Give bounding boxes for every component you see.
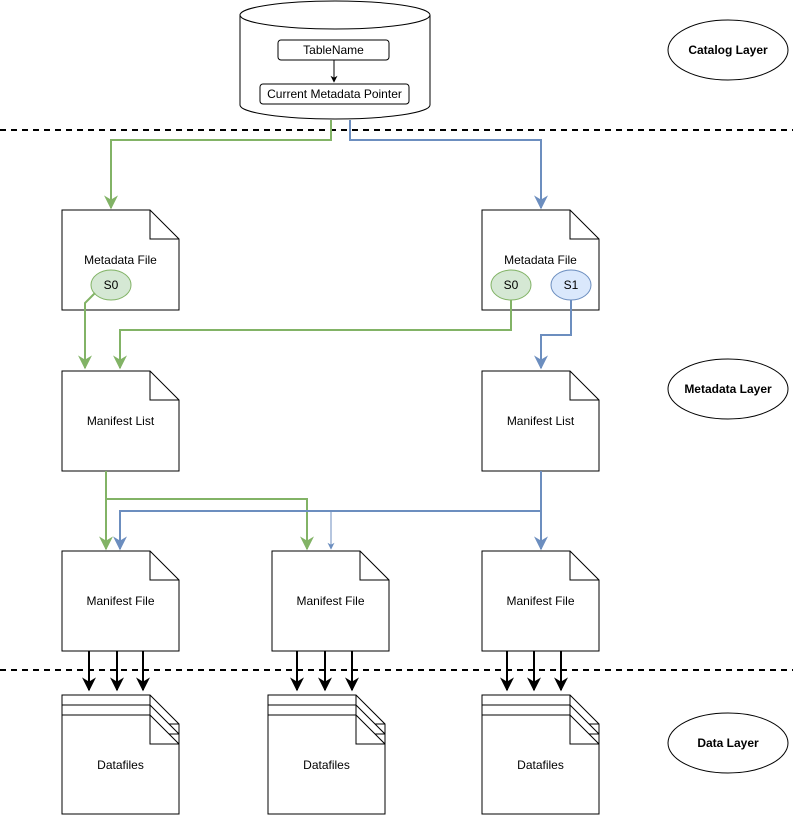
pointer-to-metadata-file-2-arrow bbox=[349, 120, 548, 210]
s1-to-manifest-list-2-arrow bbox=[534, 300, 572, 370]
metadata-layer-badge: Metadata Layer bbox=[667, 358, 789, 420]
s0-to-manifest-list-1-arrow-2 bbox=[113, 300, 512, 370]
manifest-file-2: Manifest File bbox=[271, 550, 390, 652]
datafiles-1-label: Datafiles bbox=[97, 758, 144, 772]
s0-to-manifest-list-1-arrow bbox=[78, 292, 96, 370]
manifest-list-2: Manifest List bbox=[481, 370, 600, 472]
catalog-layer-badge: Catalog Layer bbox=[667, 19, 789, 81]
snapshot-s0-label: S0 bbox=[104, 278, 119, 292]
catalog-database: TableName Current Metadata Pointer bbox=[239, 0, 431, 120]
snapshot-s0-label: S0 bbox=[504, 278, 519, 292]
datafiles-3-label: Datafiles bbox=[517, 758, 564, 772]
manifest-file-3: Manifest File bbox=[481, 550, 600, 652]
pointer-to-metadata-file-1-arrow bbox=[104, 120, 332, 210]
manifest-list-1-to-manifest-file-2-arrow bbox=[106, 498, 314, 551]
metadata-file-2-label: Metadata File bbox=[504, 253, 577, 267]
manifest-file-1-label: Manifest File bbox=[86, 594, 154, 608]
manifest-file-3-label: Manifest File bbox=[506, 594, 574, 608]
datafiles-2-label: Datafiles bbox=[303, 758, 350, 772]
metadata-pointer-box bbox=[259, 83, 410, 105]
datafiles-stack-1: Datafiles bbox=[61, 694, 180, 815]
data-layer-label: Data Layer bbox=[697, 736, 759, 750]
data-layer-badge: Data Layer bbox=[667, 712, 789, 774]
manifest-list-1-label: Manifest List bbox=[87, 414, 155, 428]
metadata-file-1-label: Metadata File bbox=[84, 253, 157, 267]
manifest-to-datafiles-arrows bbox=[82, 651, 568, 692]
datafiles-stack-2: Datafiles bbox=[267, 694, 386, 815]
snapshot-s0-badge bbox=[90, 269, 132, 301]
manifest-list-2-label: Manifest List bbox=[507, 414, 575, 428]
snapshot-s1-label: S1 bbox=[564, 278, 579, 292]
manifest-file-1: Manifest File bbox=[61, 550, 180, 652]
metadata-layer-label: Metadata Layer bbox=[684, 382, 772, 396]
table-name-label: TableName bbox=[303, 43, 364, 57]
manifest-list-1: Manifest List bbox=[61, 370, 180, 472]
manifest-file-2-label: Manifest File bbox=[296, 594, 364, 608]
catalog-layer-label: Catalog Layer bbox=[688, 43, 768, 57]
datafiles-stack-3: Datafiles bbox=[481, 694, 600, 815]
metadata-file-2: Metadata File S0 S1 bbox=[481, 209, 600, 311]
metadata-pointer-label: Current Metadata Pointer bbox=[267, 87, 402, 101]
manifest-list-2-to-manifest-file-1-arrow bbox=[113, 510, 541, 551]
metadata-file-1: Metadata File S0 bbox=[61, 209, 180, 311]
